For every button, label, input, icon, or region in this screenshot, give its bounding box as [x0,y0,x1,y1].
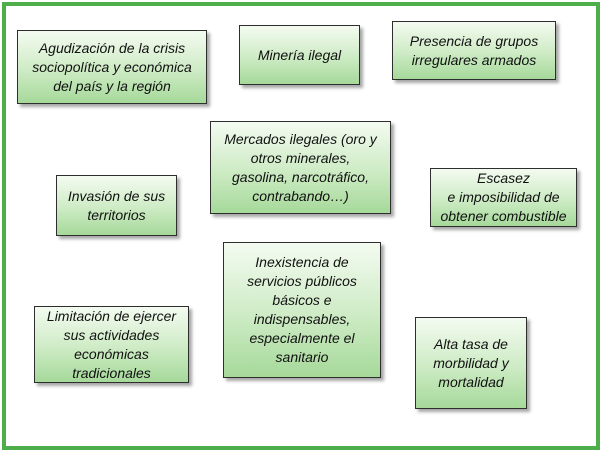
box-escasez: Escasez e imposibilidad de obtener combu… [430,168,577,227]
box-mercados: Mercados ilegales (oro y otros minerales… [210,121,391,214]
box-mercados-text: Mercados ilegales (oro y otros minerales… [224,130,377,204]
box-morbilidad: Alta tasa de morbilidad y mortalidad [415,317,527,409]
box-grupos: Presencia de grupos irregulares armados [392,21,556,80]
box-invasion: Invasión de sus territorios [56,175,177,236]
box-servicios-text: Inexistencia de servicios públicos básic… [247,254,357,365]
box-invasion-text: Invasión de sus territorios [67,187,166,223]
box-mineria: Minería ilegal [239,25,360,85]
box-escasez-text: Escasez e imposibilidad de obtener combu… [440,170,567,224]
box-grupos-text: Presencia de grupos irregulares armados [409,32,539,68]
box-crisis: Agudización de la crisis sociopolítica y… [17,30,207,104]
box-limitacion-text: Limitación de ejercer sus actividades ec… [46,307,177,381]
box-servicios: Inexistencia de servicios públicos básic… [223,242,381,378]
box-crisis-text: Agudización de la crisis sociopolítica y… [32,39,192,94]
box-limitacion: Limitación de ejercer sus actividades ec… [34,306,189,383]
box-morbilidad-text: Alta tasa de morbilidad y mortalidad [433,335,509,390]
box-mineria-text: Minería ilegal [257,46,342,63]
